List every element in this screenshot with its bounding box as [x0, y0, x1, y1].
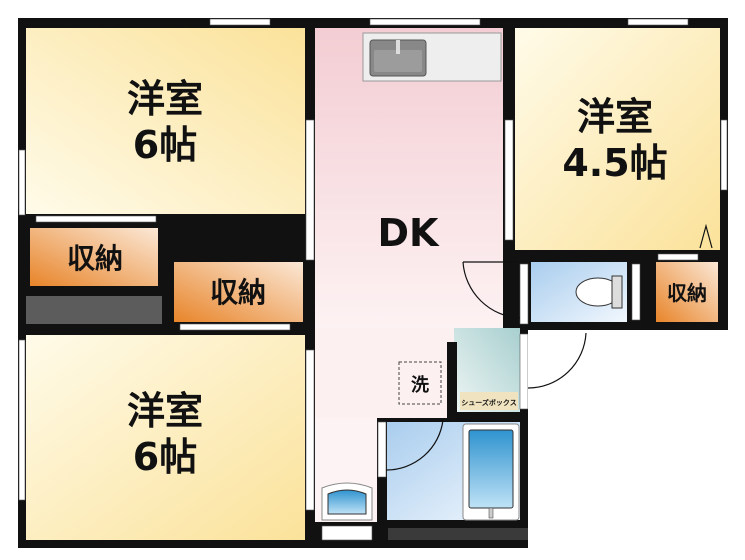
closet-label: 収納 [210, 276, 266, 309]
room-name-dk: DK [378, 211, 441, 255]
room-western-top-left [26, 28, 305, 214]
sink-basin [374, 50, 422, 72]
room-name: 洋室 [577, 95, 653, 139]
door-swings [385, 223, 713, 471]
shoe-box [460, 392, 518, 410]
room-name: 洋室 [127, 77, 203, 121]
faucet-icon [396, 40, 400, 54]
toilet-tank [611, 275, 623, 309]
room-western-right [515, 28, 720, 250]
closet-right [656, 262, 718, 322]
closet-shelf [26, 296, 162, 324]
room-size: 6帖 [133, 435, 197, 479]
room-size: 6帖 [133, 123, 197, 167]
bath-window [388, 528, 528, 540]
room-western-bottom-left [26, 335, 305, 540]
wash-basin-bowl [327, 489, 367, 515]
bathtub-water [468, 429, 514, 509]
exterior [528, 330, 728, 560]
washer-space [398, 361, 442, 405]
room-size: 4.5帖 [562, 141, 667, 185]
dk-lower [315, 328, 455, 418]
closet-middle [174, 262, 303, 322]
closet-label: 収納 [67, 242, 123, 275]
washer-label: 洗 [411, 374, 429, 396]
shoe-box-label: シューズボックス [461, 398, 516, 407]
room-name: 洋室 [127, 389, 203, 433]
closet-label: 収納 [667, 281, 707, 305]
closet-left [30, 228, 158, 286]
entrance-wall [447, 342, 457, 418]
bath-faucet [488, 507, 494, 519]
windows [18, 18, 728, 541]
